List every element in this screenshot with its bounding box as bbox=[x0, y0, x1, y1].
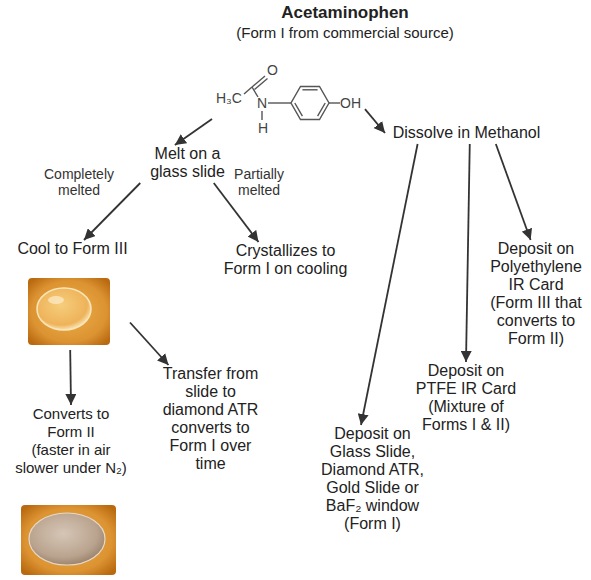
atom-label: N bbox=[257, 95, 267, 111]
benzene-ring bbox=[291, 87, 329, 120]
photo-background bbox=[28, 278, 110, 345]
flow-arrow bbox=[214, 183, 259, 242]
bond bbox=[244, 87, 252, 94]
droplet bbox=[37, 288, 91, 330]
process-step: Melt on a glass slide bbox=[135, 145, 240, 183]
flow-arrow bbox=[466, 144, 470, 362]
process-step: Crystallizes to Form I on cooling bbox=[218, 242, 353, 280]
highlight bbox=[48, 296, 64, 304]
step-text: Deposit on Glass Slide, Diamond ATR, Gol… bbox=[318, 425, 428, 515]
flow-arrow bbox=[84, 183, 140, 240]
bond bbox=[261, 111, 262, 120]
atom-label: O bbox=[267, 62, 278, 78]
step-text: Melt on a glass slide bbox=[147, 145, 229, 181]
atom-label: H bbox=[258, 120, 268, 136]
molecule-bonds bbox=[244, 76, 340, 120]
subtitle: (Form I from commercial source) bbox=[205, 24, 485, 42]
process-step: Cool to Form III bbox=[15, 240, 130, 350]
flow-arrow bbox=[69, 350, 72, 405]
step-text: (Form III that converts to Form II) bbox=[483, 294, 589, 348]
step-text: (Mixture of Forms I & II) bbox=[414, 398, 519, 434]
bond bbox=[302, 89, 317, 90]
diagram-title: Acetaminophen bbox=[245, 3, 445, 23]
flow-arrow bbox=[496, 144, 531, 240]
step-text: Dissolve in Methanol bbox=[385, 124, 548, 142]
step-text: (faster in air slower under N₂) bbox=[13, 441, 129, 477]
bond bbox=[318, 103, 326, 116]
step-text: Cool to Form III bbox=[15, 240, 130, 258]
converted-photo bbox=[21, 505, 116, 575]
atom-label: H₃C bbox=[216, 90, 242, 106]
bond bbox=[295, 103, 303, 116]
step-text: (Form I) bbox=[318, 515, 428, 533]
process-step: Converts to Form II(faster in air slower… bbox=[12, 405, 130, 577]
bond bbox=[268, 102, 291, 103]
flow-arrow bbox=[365, 109, 385, 133]
process-step: Deposit on Polyethylene IR Card(Form III… bbox=[482, 240, 590, 350]
atom-label: OH bbox=[340, 95, 361, 111]
step-text: Deposit on PTFE IR Card bbox=[414, 362, 519, 398]
process-step: Dissolve in Methanol bbox=[385, 124, 548, 144]
bond bbox=[329, 102, 340, 103]
bond bbox=[255, 79, 268, 90]
process-step: Deposit on PTFE IR Card(Mixture of Forms… bbox=[410, 362, 522, 438]
step-text: Converts to Form II bbox=[13, 405, 129, 441]
flow-arrow bbox=[130, 323, 169, 366]
melt-photo bbox=[28, 278, 110, 345]
flow-arrow bbox=[175, 119, 212, 145]
process-step: Deposit on Glass Slide, Diamond ATR, Gol… bbox=[315, 425, 430, 537]
chemical-structure: H₃C O NH OH bbox=[212, 62, 365, 138]
step-text: Crystallizes to Form I on cooling bbox=[222, 242, 350, 278]
step-text: Transfer from slide to diamond ATR conve… bbox=[162, 365, 260, 473]
edge-label: Completely melted bbox=[40, 166, 118, 198]
flow-arrow bbox=[361, 144, 418, 425]
droplet bbox=[29, 513, 105, 565]
photo-background bbox=[21, 505, 116, 575]
process-step: Transfer from slide to diamond ATR conve… bbox=[158, 365, 263, 477]
step-text: Deposit on Polyethylene IR Card bbox=[483, 240, 589, 294]
edge-label: Partially melted bbox=[228, 166, 290, 198]
